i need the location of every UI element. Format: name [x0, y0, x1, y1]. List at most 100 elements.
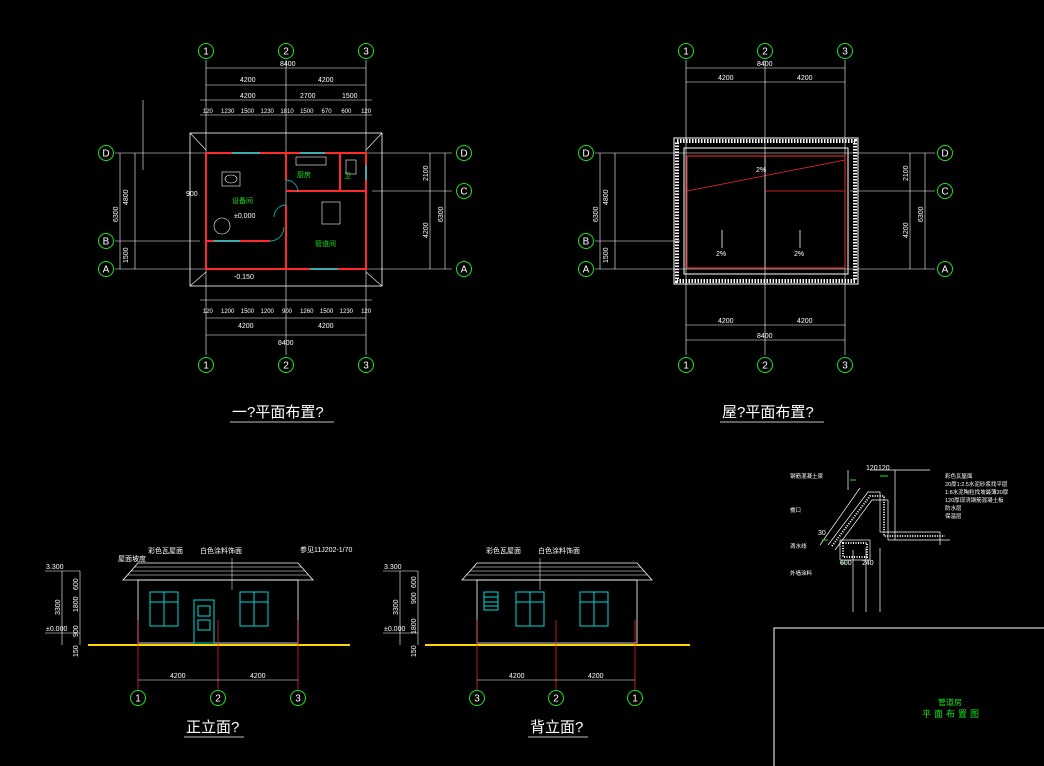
detail-dim-3: 600 [840, 560, 852, 567]
roof-axis-bubble-bottom-label: 2 [762, 361, 768, 372]
detail-dim-2: 120 [878, 465, 890, 472]
axis-bubble-left-label: D [102, 149, 109, 160]
axis-bubble-left-label: A [103, 265, 110, 276]
roof-dim-overall: 8400 [757, 61, 773, 68]
svg-text:管道间: 管道间 [315, 239, 336, 248]
dim-detail-top: 1230 [221, 109, 235, 115]
back-dim-3: 900 [411, 592, 418, 604]
dim-detail-top: 120 [361, 109, 372, 115]
roof-axis-bubble-left: B [578, 233, 594, 249]
axis-bubble-right: D [456, 145, 472, 161]
detail-note-right: 防水层 [945, 504, 962, 512]
detail-dim-4: 240 [862, 560, 874, 567]
eave-detail: 钢筋混凝土梁檐口滴水线外墙涂料彩色瓦屋面20厚1:2.5水泥砂浆找平层1:8水泥… [790, 465, 1009, 612]
roof-dim-bay-b1: 4200 [718, 318, 734, 325]
front-note-2: 白色涂料饰面 [200, 546, 242, 555]
sheet-title-1: 管道房 [938, 697, 962, 707]
front-axis-bubble-label: 2 [215, 694, 221, 705]
roof-axis-bubble-right: A [937, 261, 953, 277]
dim-detail-top: 1500 [300, 109, 314, 115]
front-axis-bubble: 2 [210, 690, 226, 706]
roof-right-1: 2100 [903, 165, 910, 181]
back-elevation: 4200 4200 3.300 ±0.000 3300 1800 900 600… [383, 546, 690, 738]
detail-note-right: 彩色瓦屋面 [945, 472, 973, 480]
axis-bubble-right: C [456, 183, 472, 199]
dim-left-2: 1500 [123, 247, 130, 263]
detail-note-left: 滴水线 [790, 542, 807, 550]
back-dim-2: 1800 [411, 618, 418, 634]
dim-detail-top: 1810 [280, 109, 294, 115]
roof-axis-bubble-right-label: D [941, 149, 948, 160]
back-dim-5: 150 [411, 645, 418, 657]
roof-axis-bubble-top-label: 1 [683, 47, 689, 58]
roof-axis-bubble-top: 3 [837, 43, 853, 59]
front-elevation-title: 正立面? [186, 719, 239, 736]
back-level-top: 3.300 [384, 564, 402, 571]
axis-bubble-left: A [98, 261, 114, 277]
roof-axis-bubble-top: 2 [757, 43, 773, 59]
front-dim-2: 1800 [73, 596, 80, 612]
front-axis-bubble: 3 [290, 690, 306, 706]
dim-bay-1: 4200 [240, 77, 256, 84]
axis-bubble-right-label: C [460, 187, 467, 198]
dim-sub-1: 4200 [240, 93, 256, 100]
dim-left-3: 6300 [113, 206, 120, 222]
dim-detail-bottom: 1230 [340, 309, 354, 315]
roof-axis-bubble-right-label: C [941, 187, 948, 198]
front-note-1: 彩色瓦屋面 [148, 546, 183, 555]
back-axis-bubble-label: 2 [553, 694, 559, 705]
front-bay-2: 4200 [250, 673, 266, 680]
svg-text:设备间: 设备间 [232, 196, 253, 205]
dim-overall: 8400 [280, 61, 296, 68]
axis-bubble-top-label: 2 [283, 47, 289, 58]
dim-right-2: 4200 [423, 222, 430, 238]
ground-floor-plan: 设备间 厨房 卫 管道间 ±0.000 -0.150 8400 4200 420… [113, 60, 452, 423]
dim-overall-bottom: 8400 [278, 340, 294, 347]
axis-bubble-top-label: 1 [203, 47, 209, 58]
dim-detail-bottom: 1200 [261, 309, 275, 315]
dim-right-3: 6300 [438, 206, 445, 222]
dim-sub-2: 2700 [300, 93, 316, 100]
front-dim-3: 600 [73, 578, 80, 590]
axis-bubble-right-label: D [460, 149, 467, 160]
dim-detail-bottom: 120 [203, 309, 214, 315]
dim-detail-bottom: 1200 [221, 309, 235, 315]
axis-bubble-bottom-label: 1 [203, 361, 209, 372]
roof-axis-bubble-left-label: D [582, 149, 589, 160]
front-note-3: 参见11J202-1/70 [300, 545, 353, 554]
front-axis-bubble-label: 1 [135, 694, 141, 705]
dim-detail-bottom: 1260 [300, 309, 314, 315]
axis-bubble-right-label: A [461, 265, 468, 276]
front-bay-1: 4200 [170, 673, 186, 680]
detail-note-left: 外墙涂料 [790, 569, 813, 577]
front-axis-bubble: 1 [130, 690, 146, 706]
dim-bay-bottom-1: 4200 [238, 323, 254, 330]
roof-dim-bay-b2: 4200 [797, 318, 813, 325]
dim-right-1: 2100 [423, 165, 430, 181]
roof-axis-bubble-top-label: 2 [762, 47, 768, 58]
roof-axis-bubble-bottom-label: 1 [683, 361, 689, 372]
axis-bubble-bottom: 2 [278, 357, 294, 373]
dim-detail-bottom: 120 [361, 309, 372, 315]
axis-bubble-left: D [98, 145, 114, 161]
back-axis-bubble: 2 [548, 690, 564, 706]
detail-dim-1: 120 [866, 465, 878, 472]
roof-axis-bubble-left: D [578, 145, 594, 161]
roof-plan-title: 屋?平面布置? [722, 404, 814, 421]
detail-note-right: 1:8水泥陶粒找坡最薄30厚 [945, 488, 1009, 496]
front-level-zero: ±0.000 [46, 626, 67, 633]
roof-axis-bubble-left-label: B [583, 237, 590, 248]
roof-dim-overall-bottom: 8400 [757, 333, 773, 340]
dim-left-1: 4800 [123, 189, 130, 205]
roof-axis-bubble-left: A [578, 261, 594, 277]
dim-bay-2: 4200 [318, 77, 334, 84]
roof-axis-bubble-bottom: 2 [757, 357, 773, 373]
level-inside: ±0.000 [234, 213, 255, 220]
axis-bubble-bottom-label: 2 [283, 361, 289, 372]
back-elevation-title: 背立面? [530, 719, 583, 736]
roof-axis-bubble-bottom: 1 [678, 357, 694, 373]
dim-left-offset: 900 [186, 191, 198, 198]
detail-note-right: 20厚1:2.5水泥砂浆找平层 [945, 480, 1008, 488]
roof-slope-1: 2% [756, 167, 766, 174]
